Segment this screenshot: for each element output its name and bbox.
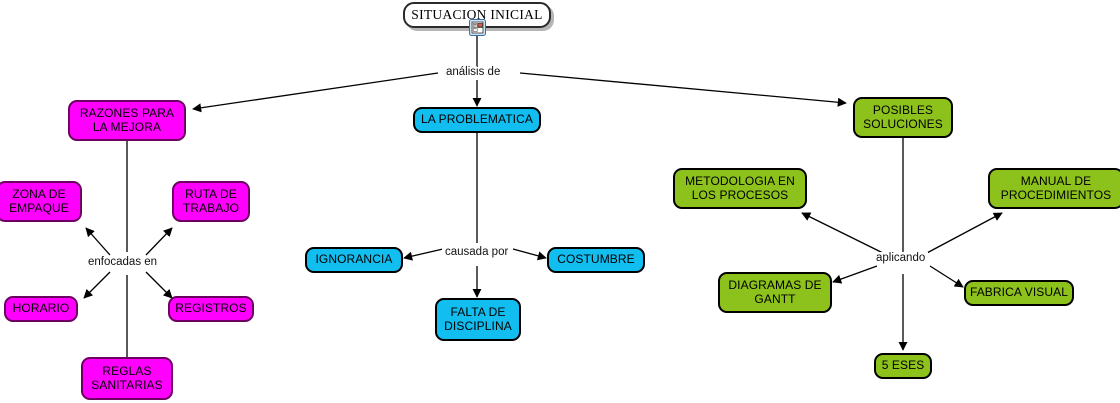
node-ruta-de-trabajo[interactable]: RUTA DE TRABAJO (172, 181, 250, 222)
node-posibles-soluciones[interactable]: POSIBLES SOLUCIONES (853, 97, 953, 138)
node-razones-para-la-mejora[interactable]: RAZONES PARA LA MEJORA (68, 100, 186, 141)
node-metodologia-en-los-procesos[interactable]: METODOLOGIA EN LOS PROCESOS (673, 168, 807, 209)
edge-analisis-to-razones (192, 72, 439, 113)
node-manual-de-procedimientos[interactable]: MANUAL DE PROCEDIMIENTOS (988, 168, 1120, 209)
node-falta-de-disciplina[interactable]: FALTA DE DISCIPLINA (435, 298, 521, 341)
node-la-problematica[interactable]: LA PROBLEMATICA (413, 107, 541, 133)
edge-causada-to-costumbre (512, 248, 547, 261)
edge-aplicando-to-manual (924, 212, 1003, 255)
edge-aplicando-to-metodologia (801, 212, 886, 255)
node-registros[interactable]: REGISTROS (168, 296, 254, 322)
link-label-aplicando: aplicando (873, 252, 929, 264)
link-label-enfocadas-en: enfocadas en (85, 256, 161, 268)
node-fabrica-visual[interactable]: FABRICA VISUAL (964, 280, 1074, 306)
document-image-icon[interactable] (469, 19, 486, 36)
edge-enfocadas-to-registros (145, 271, 173, 299)
link-label-analisis-de: análisis de (443, 66, 504, 78)
edge-enfocadas-to-ruta (145, 227, 173, 256)
node-ignorancia[interactable]: IGNORANCIA (305, 247, 403, 273)
node-zona-de-empaque[interactable]: ZONA DE EMPAQUE (0, 181, 82, 222)
edge-aplicando-to-fabrica (929, 265, 964, 288)
node-reglas-sanitarias[interactable]: REGLAS SANITARIAS (81, 357, 173, 400)
node-horario[interactable]: HORARIO (4, 296, 78, 322)
node-5-eses[interactable]: 5 ESES (874, 353, 932, 379)
edge-analisis-to-soluciones (519, 72, 847, 107)
edge-enfocadas-to-zona (85, 227, 111, 256)
edge-enfocadas-to-horario (83, 271, 111, 299)
edge-causada-to-ignorancia (403, 248, 444, 261)
node-costumbre[interactable]: COSTUMBRE (547, 247, 645, 273)
link-label-causada-por: causada por (442, 246, 512, 258)
edge-aplicando-to-gantt (832, 265, 878, 284)
node-diagramas-de-gantt[interactable]: DIAGRAMAS DE GANTT (718, 272, 832, 313)
